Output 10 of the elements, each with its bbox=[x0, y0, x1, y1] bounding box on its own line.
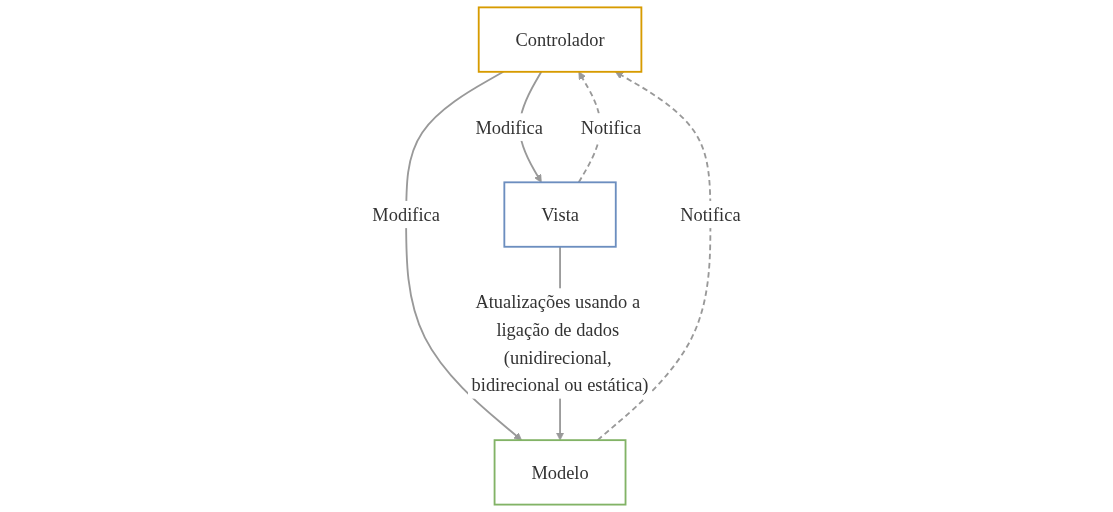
node-box: Controlador bbox=[477, 6, 643, 73]
arrow bbox=[405, 70, 522, 441]
node-box: Vista bbox=[503, 181, 617, 248]
edge-label: Modifica bbox=[372, 204, 440, 225]
node-box: Modelo bbox=[493, 439, 627, 506]
edge-label: Atualizações usando a ligação de dados (unidirecional, bidirecional ou estática) bbox=[471, 291, 649, 396]
arrow bbox=[596, 71, 712, 442]
edge-label: Notifica bbox=[580, 116, 642, 138]
edge-label: Notifica bbox=[680, 204, 741, 225]
edge-label: Modifica bbox=[475, 116, 543, 138]
